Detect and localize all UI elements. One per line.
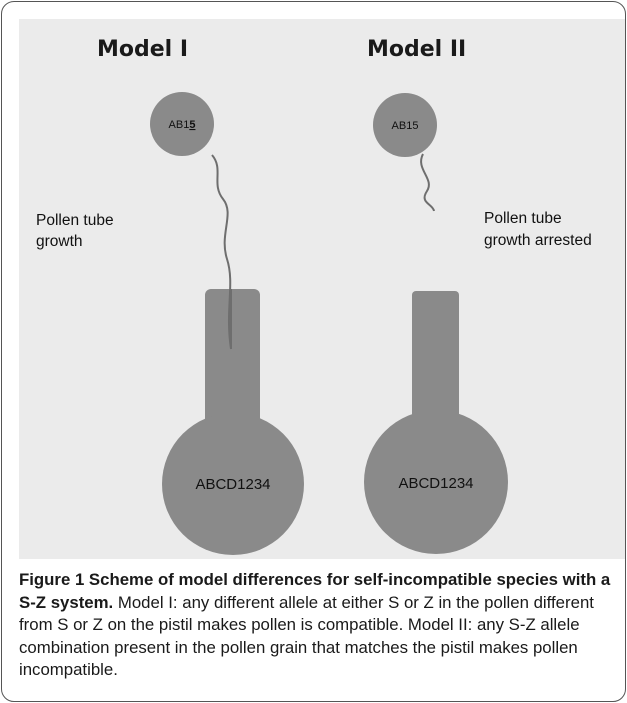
figure-caption: Figure 1 Scheme of model differences for…	[19, 569, 617, 682]
model-ii-pollen-genotype: AB15	[392, 120, 419, 132]
model-i-pollen-grain: AB15	[150, 92, 214, 156]
model-i-title: Model I	[97, 37, 188, 62]
diagram-svg: Model I Model II ABCD1234 AB15 Pollen tu…	[36, 37, 592, 555]
model-i-pistil: ABCD1234	[162, 289, 304, 555]
model-ii-pistil: ABCD1234	[364, 291, 508, 554]
model-ii-title: Model II	[367, 37, 466, 62]
caption-title: Figure 1 Scheme of model differences for…	[19, 570, 611, 612]
model-i-pollen-genotype-underlined: 5	[189, 119, 195, 131]
diagram-area: Model I Model II ABCD1234 AB15 Pollen tu…	[19, 19, 625, 559]
model-ii-pistil-genotype: ABCD1234	[398, 475, 473, 492]
model-i-tube-label-line1: Pollen tube	[36, 212, 114, 229]
model-i-pollen-circle	[150, 92, 214, 156]
model-i-pollen-genotype: AB15	[169, 119, 196, 131]
model-i-tube-label-line2: growth	[36, 233, 83, 250]
model-ii-tube-label-line2: growth arrested	[484, 232, 592, 249]
model-i-pollen-genotype-prefix: AB1	[169, 119, 190, 131]
model-ii-pollen-grain: AB15	[373, 93, 437, 157]
model-ii-pollen-circle	[373, 93, 437, 157]
model-ii-tube-label-line1: Pollen tube	[484, 210, 562, 227]
caption-text: Model I: any different allele at either …	[19, 592, 594, 680]
model-i-pollen-tube	[211, 154, 232, 350]
model-ii-ovary	[364, 410, 508, 554]
model-i-ovary	[162, 413, 304, 555]
model-ii-pollen-tube	[420, 153, 435, 212]
model-ii-style	[412, 291, 459, 436]
model-i-style	[205, 289, 260, 434]
model-i-pistil-genotype: ABCD1234	[195, 476, 270, 493]
